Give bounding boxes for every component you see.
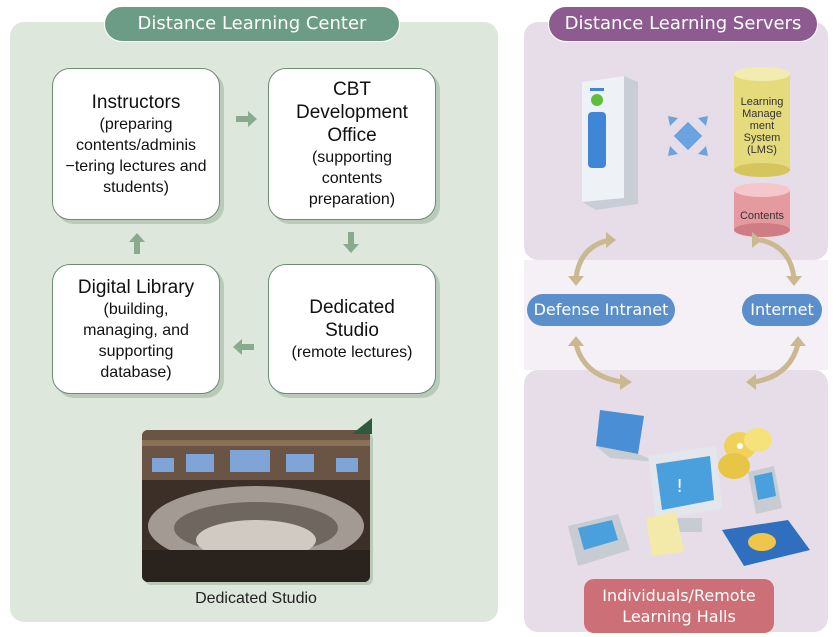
mouse-icon [722, 520, 810, 566]
defense-intranet-badge: Defense Intranet [527, 294, 675, 326]
lms-database-icon [734, 67, 790, 177]
monitor-icon: ! [648, 446, 722, 532]
instructors-title: Instructors [91, 91, 181, 113]
cbt-office-box: CBT Development Office (supporting conte… [268, 68, 436, 220]
photo-caption: Dedicated Studio [195, 590, 317, 607]
instructors-box: Instructors (preparing contents/adminis … [52, 68, 220, 220]
contents-database-icon [734, 183, 790, 237]
learning-center-title: Distance Learning Center [104, 6, 400, 42]
arrow-right-icon [236, 111, 257, 127]
studio-desc: (remote lectures) [291, 343, 413, 361]
photo-corner-mark [352, 418, 372, 434]
laptop-icon [596, 410, 658, 462]
arrow-left-icon [233, 339, 254, 355]
library-title: Digital Library [77, 276, 195, 298]
internet-badge: Internet [742, 294, 822, 326]
server-icon [582, 76, 638, 210]
sync-icon [668, 116, 708, 156]
arrow-down-icon [343, 232, 359, 253]
arrow-up-icon [129, 233, 145, 254]
users-title: Individuals/Remote Learning Halls [584, 579, 774, 633]
cbt-desc: (supporting contents preparation) [308, 149, 396, 208]
dedicated-studio-box: Dedicated Studio (remote lectures) [268, 264, 436, 394]
instructors-desc: (preparing contents/adminis −tering lect… [65, 115, 207, 196]
studio-title: Dedicated Studio [309, 296, 395, 341]
contents-label: Contents [739, 210, 785, 222]
cbt-title: CBT Development Office [296, 79, 408, 146]
internet-upper-connector [752, 232, 802, 286]
digital-library-box: Digital Library (building, managing, and… [52, 264, 220, 394]
library-desc: (building, managing, and supporting data… [83, 300, 189, 381]
users-title-line2: Learning Halls [622, 607, 736, 626]
phone-icon [748, 466, 782, 514]
users-title-line1: Individuals/Remote [602, 586, 756, 605]
servers-title: Distance Learning Servers [548, 6, 818, 42]
pda-icon [568, 514, 630, 566]
user-devices-illustration: ! [568, 410, 810, 566]
internet-lower-connector [746, 336, 806, 390]
svg-text:!: ! [676, 476, 683, 497]
studio-photo [142, 430, 370, 582]
cd-icon [718, 428, 772, 479]
intranet-lower-connector [568, 336, 632, 390]
intranet-upper-connector [568, 232, 616, 286]
lms-label: Learning Manage ment System (LMS) [740, 96, 784, 156]
